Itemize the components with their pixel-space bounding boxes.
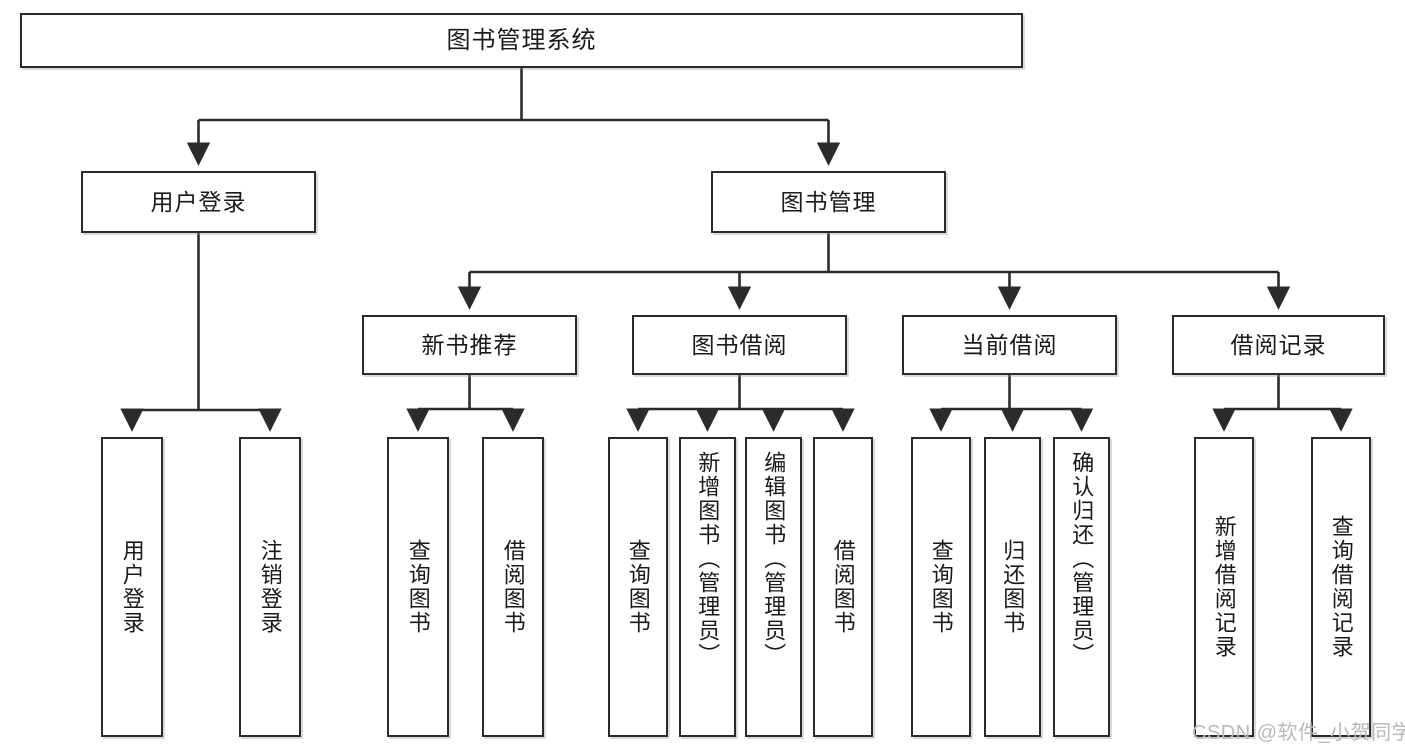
node-new-book-rec[interactable]: 新书推荐 xyxy=(362,315,577,375)
node-leaf-user-login[interactable]: 用户登录 xyxy=(101,437,163,737)
node-leaf-add-record[interactable]: 新增借阅记录 xyxy=(1194,437,1254,737)
node-label-leaf-user-login: 用户登录 xyxy=(119,539,145,635)
node-user-login[interactable]: 用户登录 xyxy=(81,171,316,233)
node-label-leaf-borrow-book-1: 借阅图书 xyxy=(500,539,526,635)
node-label-leaf-query-book-3: 查询图书 xyxy=(928,539,954,635)
node-current-borrow[interactable]: 当前借阅 xyxy=(902,315,1117,375)
node-root[interactable]: 图书管理系统 xyxy=(20,13,1023,68)
node-leaf-query-book-2[interactable]: 查询图书 xyxy=(608,437,668,737)
node-label-leaf-add-record: 新增借阅记录 xyxy=(1211,515,1237,659)
node-label-root: 图书管理系统 xyxy=(446,26,597,54)
node-book-borrow[interactable]: 图书借阅 xyxy=(632,315,847,375)
node-leaf-query-book-1[interactable]: 查询图书 xyxy=(387,437,449,737)
node-label-user-login: 用户登录 xyxy=(150,188,247,215)
node-borrow-record[interactable]: 借阅记录 xyxy=(1172,315,1385,375)
node-label-leaf-borrow-book-2: 借阅图书 xyxy=(830,539,856,635)
node-label-leaf-user-logout: 注销登录 xyxy=(257,539,283,635)
node-label-borrow-record: 借阅记录 xyxy=(1230,331,1327,358)
node-label-leaf-query-book-1: 查询图书 xyxy=(405,539,431,635)
node-label-current-borrow: 当前借阅 xyxy=(961,331,1058,358)
node-leaf-confirm-return[interactable]: 确认归还（管理员） xyxy=(1053,437,1110,737)
node-leaf-query-record[interactable]: 查询借阅记录 xyxy=(1311,437,1371,737)
node-label-leaf-query-record: 查询借阅记录 xyxy=(1328,515,1354,659)
node-label-book-borrow: 图书借阅 xyxy=(691,331,788,358)
node-leaf-return-book[interactable]: 归还图书 xyxy=(984,437,1041,737)
node-label-leaf-confirm-return: 确认归还（管理员） xyxy=(1069,451,1095,667)
node-leaf-borrow-book-1[interactable]: 借阅图书 xyxy=(482,437,544,737)
node-leaf-borrow-book-2[interactable]: 借阅图书 xyxy=(813,437,873,737)
node-leaf-add-book[interactable]: 新增图书（管理员） xyxy=(679,437,736,737)
node-label-leaf-return-book: 归还图书 xyxy=(1000,539,1026,635)
node-label-leaf-query-book-2: 查询图书 xyxy=(625,539,651,635)
node-leaf-user-logout[interactable]: 注销登录 xyxy=(239,437,301,737)
node-leaf-edit-book[interactable]: 编辑图书（管理员） xyxy=(745,437,802,737)
node-leaf-query-book-3[interactable]: 查询图书 xyxy=(911,437,971,737)
node-label-book-manage: 图书管理 xyxy=(780,188,877,215)
csdn-watermark: CSDN @软件_小贺同学 xyxy=(1192,722,1405,744)
node-label-leaf-add-book: 新增图书（管理员） xyxy=(695,451,721,667)
node-label-leaf-edit-book: 编辑图书（管理员） xyxy=(761,451,787,667)
node-book-manage[interactable]: 图书管理 xyxy=(711,171,946,233)
node-label-new-book-rec: 新书推荐 xyxy=(421,331,518,358)
